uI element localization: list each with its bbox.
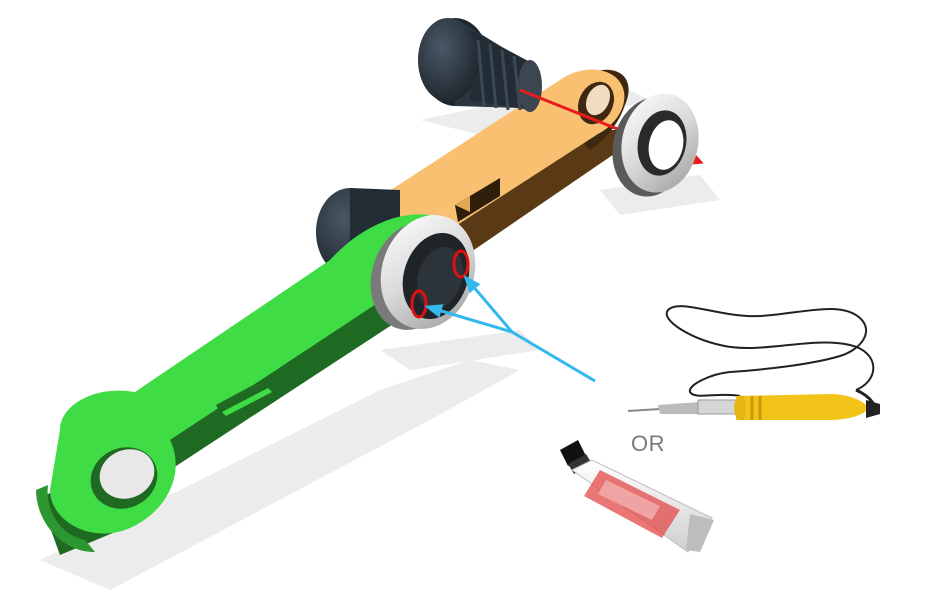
glue-tube-icon (560, 440, 714, 553)
glue-points (410, 249, 470, 319)
loose-bearing-ring (612, 93, 699, 197)
mounted-bearing (370, 215, 476, 330)
glue-point-lower (410, 289, 428, 319)
glue-point-upper (452, 249, 470, 279)
rear-knob (418, 18, 542, 112)
or-label: OR (631, 431, 665, 456)
green-link (36, 214, 460, 555)
pointer-arrows (424, 274, 596, 383)
soldering-iron-icon (627, 305, 880, 420)
